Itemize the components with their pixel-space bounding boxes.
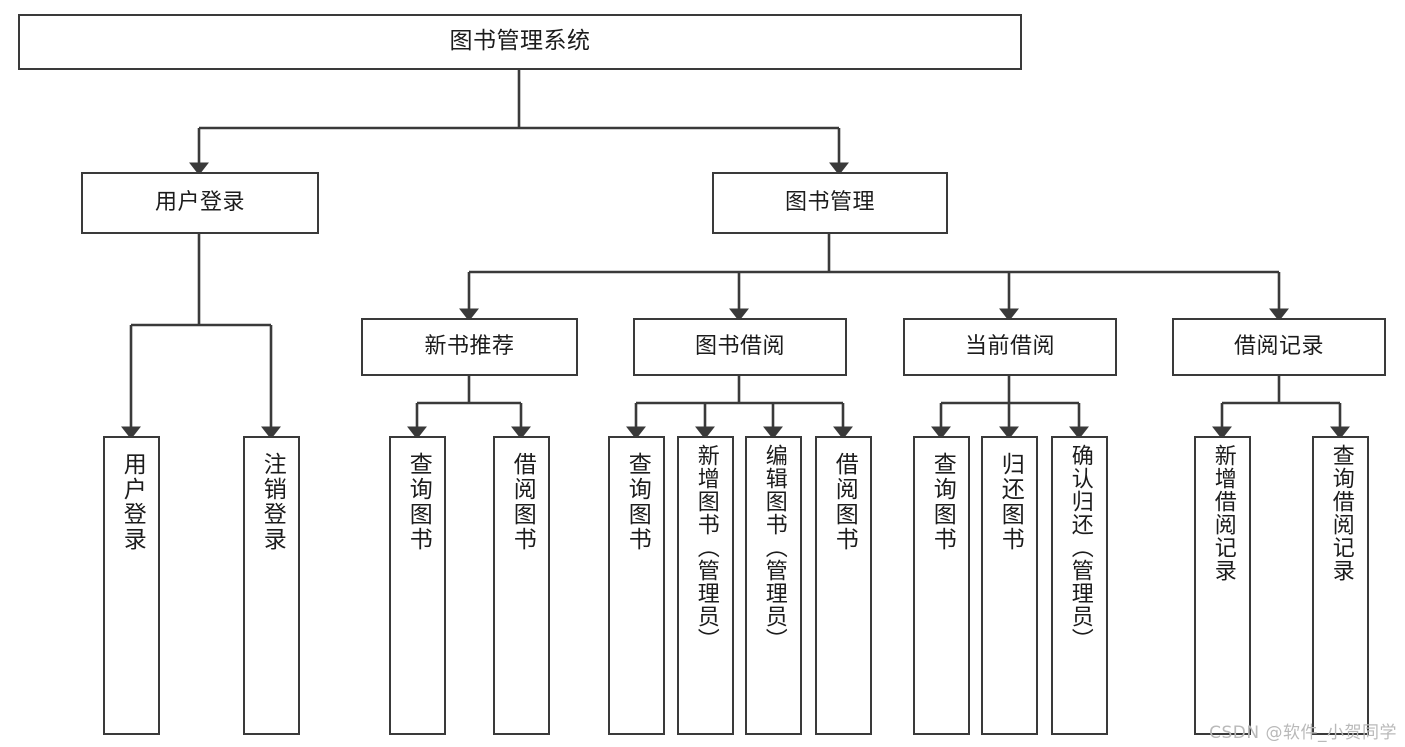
node-label: 借阅图书 xyxy=(831,452,858,552)
node-root-book-management-system[interactable]: 图书管理系统 xyxy=(18,14,1022,70)
leaf-borrow-book-recommend[interactable]: 借阅图书 xyxy=(493,436,550,735)
csdn-watermark: CSDN @软件_小贺同学 xyxy=(1209,723,1397,743)
leaf-borrow-book-borrow[interactable]: 借阅图书 xyxy=(815,436,872,735)
node-label: 新增图书（管理员） xyxy=(693,444,719,651)
leaf-query-borrow-record[interactable]: 查询借阅记录 xyxy=(1312,436,1369,735)
node-label: 查询图书 xyxy=(405,452,432,552)
leaf-query-book-recommend[interactable]: 查询图书 xyxy=(389,436,446,735)
leaf-add-book-admin[interactable]: 新增图书（管理员） xyxy=(677,436,734,735)
node-label: 借阅图书 xyxy=(509,452,536,552)
node-label: 图书借阅 xyxy=(694,334,785,360)
leaf-confirm-return-admin[interactable]: 确认归还（管理员） xyxy=(1051,436,1108,735)
node-current-borrow[interactable]: 当前借阅 xyxy=(903,318,1117,376)
leaf-edit-book-admin[interactable]: 编辑图书（管理员） xyxy=(745,436,802,735)
node-book-management[interactable]: 图书管理 xyxy=(712,172,948,234)
node-label: 用户登录 xyxy=(154,190,245,216)
leaf-query-book-current[interactable]: 查询图书 xyxy=(913,436,970,735)
leaf-add-borrow-record[interactable]: 新增借阅记录 xyxy=(1194,436,1251,735)
node-label: 查询借阅记录 xyxy=(1328,444,1354,582)
node-label: 当前借阅 xyxy=(964,334,1055,360)
leaf-query-book-borrow[interactable]: 查询图书 xyxy=(608,436,665,735)
leaf-return-book[interactable]: 归还图书 xyxy=(981,436,1038,735)
node-user-login[interactable]: 用户登录 xyxy=(81,172,319,234)
node-borrow-record[interactable]: 借阅记录 xyxy=(1172,318,1386,376)
node-label: 用户登录 xyxy=(119,452,146,552)
node-label: 图书管理系统 xyxy=(449,28,591,55)
node-label: 注销登录 xyxy=(259,452,286,552)
node-label: 编辑图书（管理员） xyxy=(761,444,787,651)
node-label: 查询图书 xyxy=(624,452,651,552)
node-label: 图书管理 xyxy=(784,190,875,216)
node-new-book-recommend[interactable]: 新书推荐 xyxy=(361,318,578,376)
node-label: 归还图书 xyxy=(997,452,1024,552)
node-book-borrow[interactable]: 图书借阅 xyxy=(633,318,847,376)
node-label: 确认归还（管理员） xyxy=(1067,444,1093,651)
node-label: 新书推荐 xyxy=(424,334,515,360)
node-label: 借阅记录 xyxy=(1233,334,1324,360)
node-label: 查询图书 xyxy=(929,452,956,552)
node-label: 新增借阅记录 xyxy=(1210,444,1236,582)
leaf-user-login[interactable]: 用户登录 xyxy=(103,436,160,735)
leaf-logout-login[interactable]: 注销登录 xyxy=(243,436,300,735)
